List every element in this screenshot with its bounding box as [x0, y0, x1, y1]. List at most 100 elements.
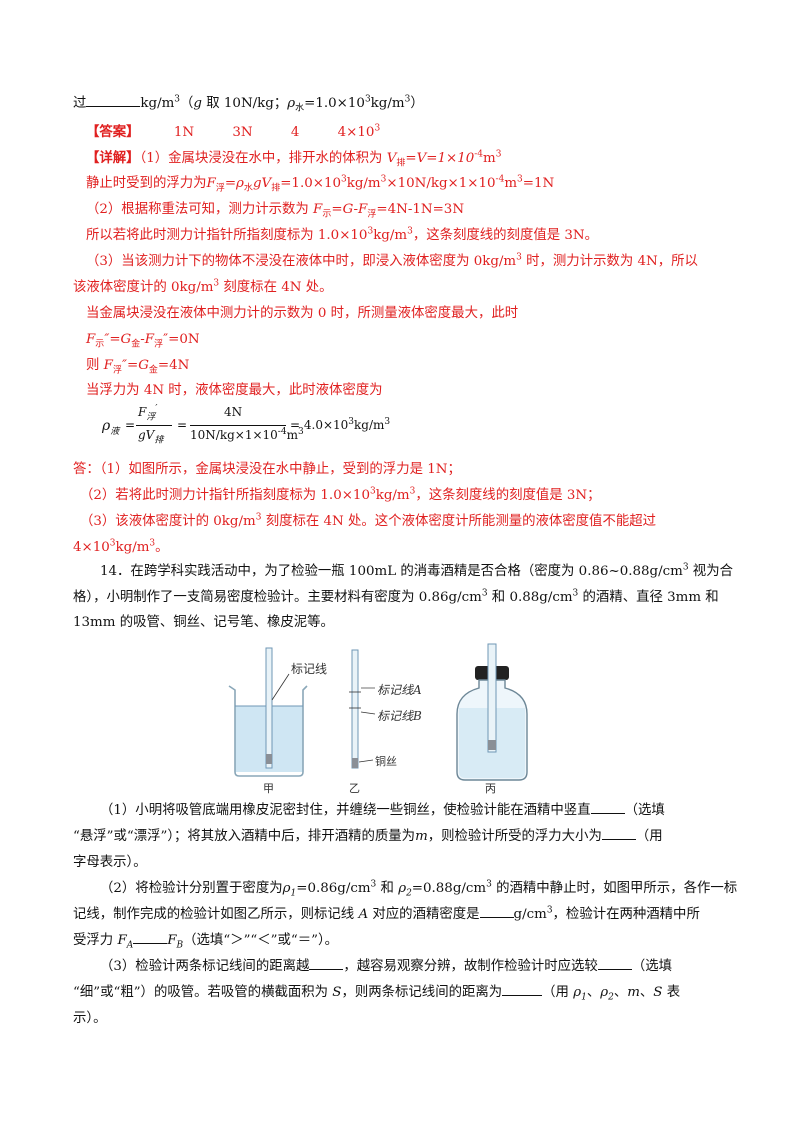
- answer-4: 4×10: [337, 125, 375, 140]
- detail-line-5: （3）当该测力计下的物体不浸没在液体中时，即浸入液体密度为 0kg/m3 时，测…: [86, 252, 698, 269]
- text: ρ: [573, 985, 582, 1000]
- leader-line: [271, 673, 290, 701]
- answer-line: 【答案】 1N 3N 4 4×103: [86, 122, 380, 143]
- text: ′: [155, 404, 158, 414]
- text: 取 10N/kg；: [206, 96, 288, 111]
- text: =4N: [157, 358, 190, 373]
- formula-result: = 4.0×103kg/m3: [290, 417, 391, 433]
- leader-B: [360, 711, 376, 715]
- text: m: [483, 151, 496, 166]
- text: 。: [155, 540, 169, 555]
- caption-jia: 甲: [263, 782, 274, 795]
- text: =0.88g/cm: [411, 881, 487, 896]
- answer-3: 4: [290, 125, 300, 140]
- text: （用: [542, 985, 574, 1000]
- text: S: [332, 985, 342, 1000]
- text: 1: [581, 992, 587, 1003]
- answer-blank-3[interactable]: [479, 905, 514, 918]
- text: ，越容易观察分辨，故制作检验计时应选较: [343, 959, 598, 974]
- answer-blank[interactable]: [86, 94, 141, 107]
- eq-sign-2: =: [177, 418, 188, 432]
- text: = 4.0×10: [290, 418, 349, 432]
- text: m: [627, 985, 640, 1000]
- text: （选填“＞”“＜”或“＝”）。: [183, 933, 339, 948]
- fraction-bar-1: [136, 425, 172, 426]
- text: =V=1×10: [405, 151, 475, 166]
- leader-cu: [358, 759, 374, 763]
- text: ，这条刻度线的刻度值是 3N；: [415, 488, 601, 503]
- text: 、: [613, 985, 628, 1000]
- q14-intro-1: 14．在跨学科实践活动中，为了检验一瓶 100mL 的消毒酒精是否合格（密度为 …: [100, 562, 733, 579]
- label-mark-jia: 标记线: [291, 662, 328, 676]
- text: ，则检验计所受的浮力大小为: [427, 829, 602, 844]
- answer-2: 3N: [232, 125, 253, 140]
- text: 当金属块浸没在液体中测力计的示数为 0 时，所测量液体密度最大，此时: [86, 306, 519, 321]
- text: 的酒精中静止时，如图甲所示，各作一标: [491, 881, 738, 896]
- answer-blank-5[interactable]: [309, 957, 344, 970]
- formula-num1: F浮′: [138, 404, 158, 423]
- text: （3）当该测力计下的物体不浸没在液体中时，即浸入液体密度为 0kg/m: [86, 254, 517, 269]
- text: =0.86g/cm: [296, 881, 371, 896]
- text: kg/m: [370, 96, 405, 111]
- text: F: [138, 405, 147, 419]
- detail-line-1: 【详解】（1）金属块浸没在水中，排开水的体积为 V排=V=1×10-4m3: [86, 149, 502, 169]
- text: 记线，制作完成的检验计如图乙所示，则标记线: [73, 907, 359, 922]
- text: 金: [131, 339, 141, 350]
- beaker-outline: [228, 685, 308, 777]
- q14-sub3-line1: （3）检验计两条标记线间的距离越，越容易观察分辨，故制作检验计时应选较（选填: [100, 957, 672, 977]
- text: 表: [662, 985, 681, 1000]
- text: A: [358, 907, 369, 922]
- text: -4: [474, 149, 484, 160]
- text: -F: [140, 332, 155, 347]
- detail-line-7: 当金属块浸没在液体中测力计的示数为 0 时，所测量液体密度最大，此时: [86, 304, 518, 324]
- text: 格），小明制作了一支简易密度检验计。主要材料有密度为 0.86g/cm: [73, 590, 482, 605]
- text: 时，测力计示数为 4N，所以: [521, 254, 698, 269]
- q14-sub3-line3: 示）。: [73, 1009, 106, 1029]
- text: 排: [271, 183, 281, 194]
- text: 3: [364, 94, 371, 105]
- text: 2: [608, 992, 614, 1003]
- detail-line-9: 则 F浮″=G金=4N: [86, 356, 189, 376]
- text: kg/m: [375, 488, 410, 503]
- text: （3）检验计两条标记线间的距离越: [100, 959, 310, 974]
- answer-blank-7[interactable]: [502, 983, 543, 996]
- text: F: [103, 358, 113, 373]
- text: kg/m: [373, 228, 408, 243]
- text: （用: [635, 829, 663, 844]
- text: 示: [95, 339, 105, 350]
- tube-bing: [487, 643, 497, 753]
- density-formula: ρ液 = F浮′ gV排 = 4N 10N/kg×1×10-4m3 = 4.0×…: [100, 402, 400, 452]
- answer-blank-4[interactable]: [133, 931, 168, 944]
- text: 和 0.88g/cm: [487, 590, 573, 605]
- tube-yi-body: [351, 649, 359, 769]
- text: 浮: [146, 412, 156, 423]
- hydrometer-figure: 标记线 标记线A 标记线B 铜丝 甲 乙 丙: [225, 636, 575, 796]
- text: V: [386, 151, 397, 166]
- formula-den2: 10N/kg×1×10-4m3: [190, 427, 304, 443]
- text: 金: [148, 365, 158, 376]
- text: ″=G: [104, 332, 132, 347]
- text: ρ: [287, 96, 296, 111]
- text: 则: [86, 358, 104, 373]
- text: ″=0N: [163, 332, 200, 347]
- answer-blank-6[interactable]: [597, 957, 632, 970]
- text: =1.0×10: [304, 96, 365, 111]
- text: 该液体密度计的 0kg/m: [73, 280, 214, 295]
- text: 示）。: [73, 1011, 107, 1026]
- text: 3: [348, 417, 355, 427]
- answer-label: 【答案】: [86, 124, 140, 140]
- text: 4×10: [73, 540, 110, 555]
- text: 水: [295, 103, 305, 114]
- text: 和: [376, 881, 399, 896]
- text: kg/m: [346, 176, 381, 191]
- text: “悬浮”或“漂浮”）；将其放入酒精中后，排开酒精的质量为: [73, 829, 416, 844]
- q14-intro-3: 13mm 的吸管、铜丝、记号笔、橡皮泥等。: [73, 613, 334, 633]
- answer-blank-2[interactable]: [601, 827, 636, 840]
- conclusion-line-4: 4×103kg/m3。: [73, 538, 169, 555]
- label-copper-wire: 铜丝: [375, 755, 397, 768]
- answer-1: 1N: [173, 125, 195, 140]
- text: 的酒精、直径 3mm 和: [578, 590, 719, 605]
- text: g/cm: [513, 907, 547, 922]
- answer-blank-1[interactable]: [590, 801, 625, 814]
